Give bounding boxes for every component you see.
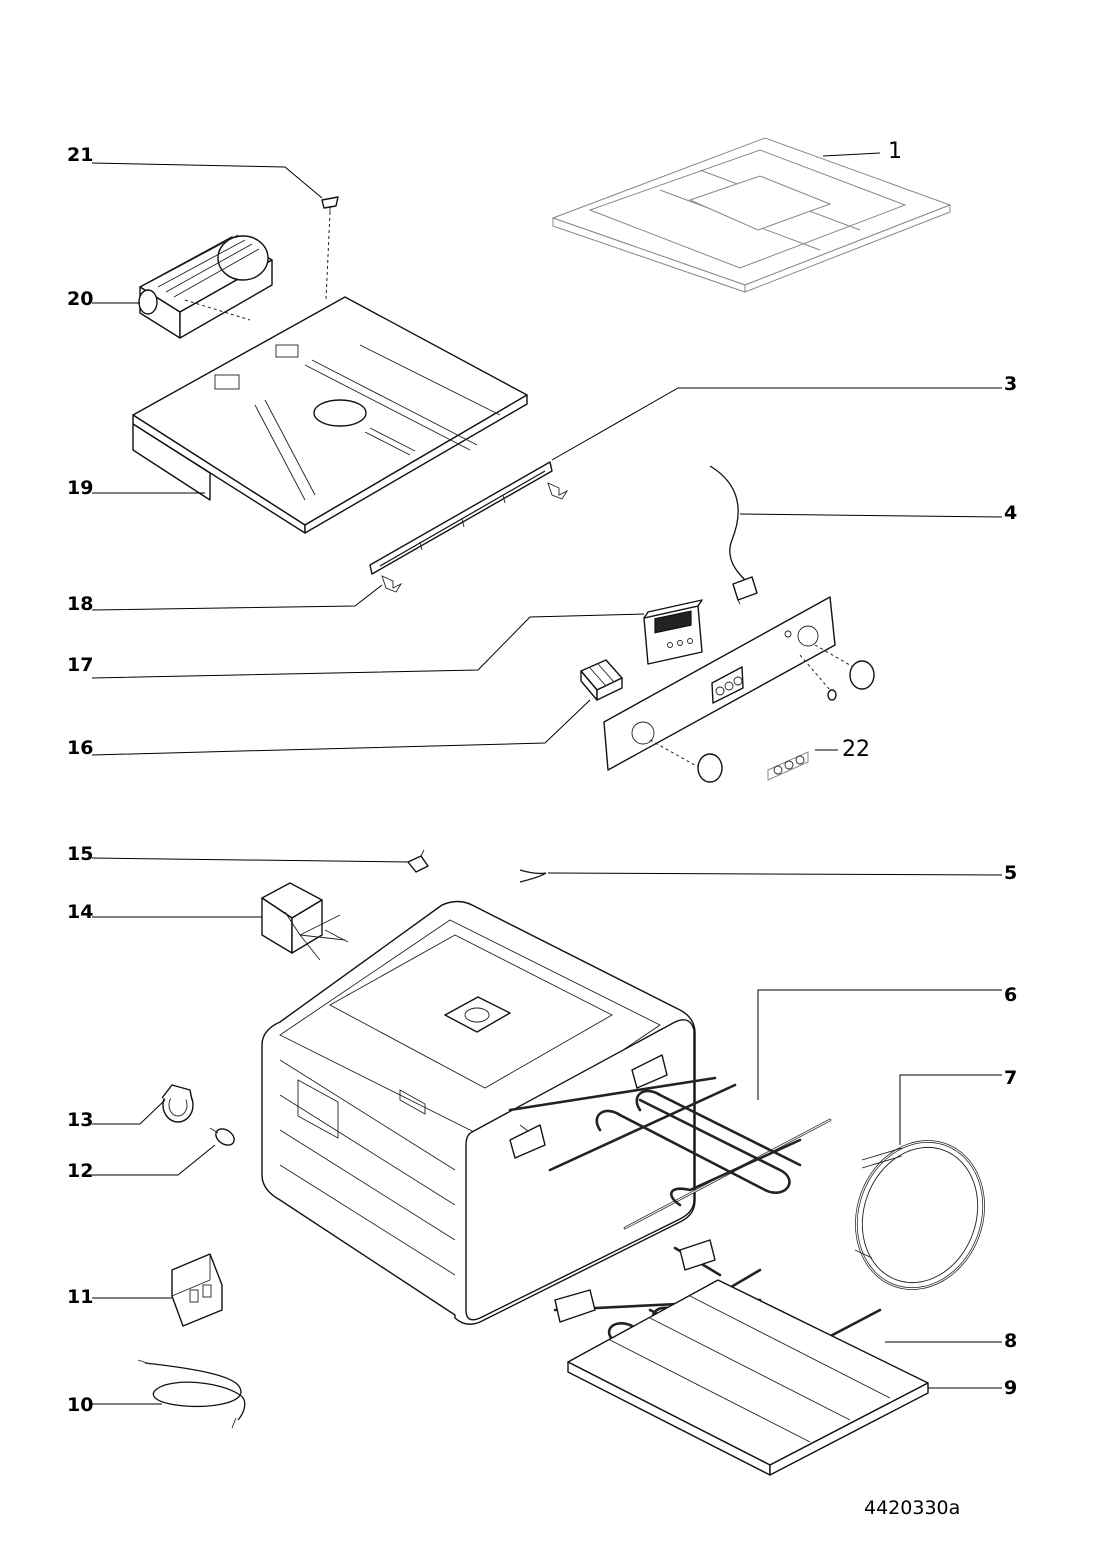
part-15-door-switch [407,849,429,873]
part-19-base-plate [132,296,528,534]
callout-12: 12 [67,1160,93,1182]
leader-1 [822,152,881,157]
callout-11: 11 [67,1286,93,1308]
document-number: 4420330a [864,1497,960,1519]
leader-lines [91,152,1003,1405]
part-20-cooling-fan [138,234,273,339]
part-21-clip [321,196,339,301]
leader-15 [91,857,409,863]
part-1-top-cover [551,137,952,293]
leader-16 [91,699,591,756]
callout-22: 22 [842,737,870,762]
part-17-timer [643,599,703,665]
callout-9: 9 [1004,1377,1017,1399]
part-13-lamp-holder [161,1084,194,1123]
callout-4: 4 [1004,502,1017,524]
leader-21 [91,162,323,199]
leader-18 [91,584,383,611]
oven-cavity [261,900,696,1325]
callout-10: 10 [67,1394,93,1416]
leader-12 [92,1144,216,1176]
leader-13 [92,1099,166,1125]
leader-3 [551,387,1002,461]
part-6-grill-element [508,1054,832,1230]
callout-1: 1 [888,139,902,164]
leader-17 [91,613,645,679]
callout-20: 20 [67,288,93,310]
callout-15: 15 [67,843,93,865]
part-10-power-cable [137,1359,246,1429]
part-11-terminal-block [171,1253,223,1327]
leader-5 [547,872,1003,876]
part-4-temperature-sensor [709,465,758,605]
part-9-bottom-panel [567,1279,929,1476]
part-18-clips [381,482,569,593]
part-14-fan-motor [261,882,349,961]
part-16-selector-switch [580,659,623,701]
part-3-vent-grille [369,461,553,575]
part-12-bulb [209,1127,235,1146]
callout-5: 5 [1004,862,1017,884]
callout-18: 18 [67,593,93,615]
part-22-button-strip [767,751,809,781]
callout-16: 16 [67,737,93,759]
leader-6 [757,989,1002,1100]
callout-13: 13 [67,1109,93,1131]
callout-17: 17 [67,654,93,676]
callout-19: 19 [67,477,93,499]
callout-8: 8 [1004,1330,1017,1352]
callout-14: 14 [67,901,93,923]
part-7-circular-element [854,1140,985,1290]
control-panel [603,596,875,783]
part-5-clip [519,869,547,883]
callout-21: 21 [67,144,93,166]
callout-6: 6 [1004,984,1017,1006]
callout-7: 7 [1004,1067,1017,1089]
leader-7 [899,1074,1002,1145]
callout-labels: 1 3 4 5 6 7 8 9 10 11 12 13 14 15 16 17 … [67,139,1017,1416]
callout-3: 3 [1004,373,1017,395]
leader-4 [739,513,1003,518]
